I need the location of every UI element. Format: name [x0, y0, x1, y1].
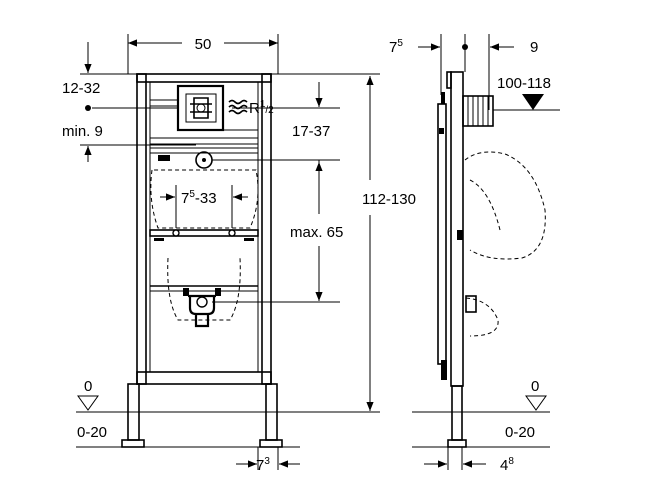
water-symbol-icon — [228, 99, 248, 115]
front-view: 50 12-32 min. 9 R1/2 17-37 75-33 — [62, 34, 416, 474]
frame-left-rail — [136, 73, 147, 385]
floor-level-left: 0 — [84, 378, 92, 395]
side-frame-column — [450, 71, 464, 387]
dim-foot-width: 73 — [256, 456, 270, 474]
dim-sensor-range: 75-33 — [181, 189, 217, 207]
adjust-range-right: 0-20 — [505, 424, 535, 441]
dim-max-height: max. 65 — [290, 224, 343, 241]
dim-side-right: 9 — [530, 39, 538, 56]
floor-marker-left-icon — [77, 395, 99, 411]
frame-top-bar — [136, 73, 272, 83]
right-foot — [259, 439, 283, 448]
left-foot — [121, 439, 145, 448]
dim-side-foot: 48 — [500, 456, 514, 474]
dim-min-offset: min. 9 — [62, 123, 103, 140]
dim-outlet-height: 17-37 — [292, 123, 330, 140]
dim-spreader: 100-118 — [497, 75, 551, 92]
urinal-outline — [150, 169, 259, 229]
spreader-arrow-icon — [522, 94, 544, 110]
frame-right-rail — [261, 73, 272, 385]
floor-marker-right-icon — [525, 395, 547, 411]
urinal-side-outline — [464, 151, 546, 260]
adjust-range-left: 0-20 — [77, 424, 107, 441]
side-view: 75 9 100-118 0 0-20 — [389, 34, 560, 474]
frame-bottom-bar — [136, 371, 272, 385]
dim-total-height: 112-130 — [362, 191, 416, 208]
dim-width-top: 50 — [195, 36, 212, 53]
dim-top-range: 12-32 — [62, 80, 100, 97]
dim-side-left: 75 — [389, 38, 403, 56]
floor-level-right: 0 — [531, 378, 539, 395]
waste-siphon — [188, 294, 216, 328]
